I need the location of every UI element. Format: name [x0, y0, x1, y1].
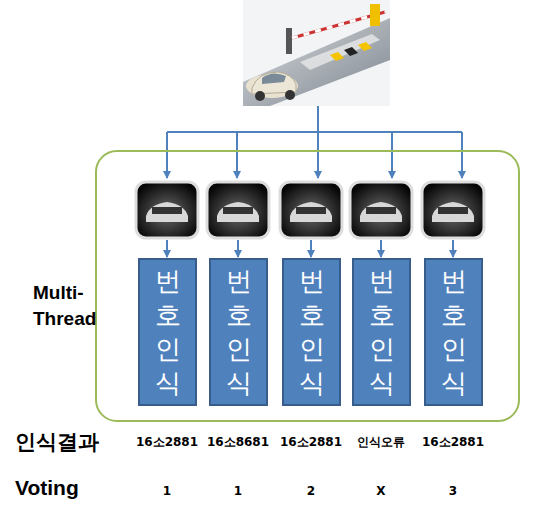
result-value: 2: [307, 484, 315, 498]
result-value: 1: [163, 484, 171, 498]
car-thumbnails: [136, 182, 484, 238]
box-label: 번호인식: [152, 264, 184, 400]
thread-box: 번호인식: [352, 258, 411, 406]
toll-gate-photo: [243, 0, 390, 106]
result-value: X: [376, 484, 385, 498]
result-value: 16소2881: [136, 434, 198, 451]
thread-group: Multi-Thread번호인식번호인식번호인식번호인식번호인식: [95, 150, 520, 422]
row-heading: Voting: [15, 476, 79, 500]
result-value: 인식오류: [357, 434, 405, 451]
thread-box: 번호인식: [138, 258, 197, 406]
thumbnail-arrows: [167, 240, 453, 257]
result-value: 16소2881: [422, 434, 484, 451]
group-heading: Multi-Thread: [33, 280, 105, 332]
box-label: 번호인식: [438, 264, 470, 400]
thread-box: 번호인식: [209, 258, 268, 406]
result-value: 1: [234, 484, 242, 498]
box-label: 번호인식: [366, 264, 398, 400]
result-value: 16소8681: [207, 434, 269, 451]
thread-box: 번호인식: [282, 258, 341, 406]
split-connector: [167, 106, 462, 178]
row-heading: 인식결과: [15, 428, 99, 456]
result-value: 16소2881: [280, 434, 342, 451]
thread-box: 번호인식: [424, 258, 483, 406]
box-label: 번호인식: [296, 264, 328, 400]
result-value: 3: [449, 484, 457, 498]
box-label: 번호인식: [223, 264, 255, 400]
